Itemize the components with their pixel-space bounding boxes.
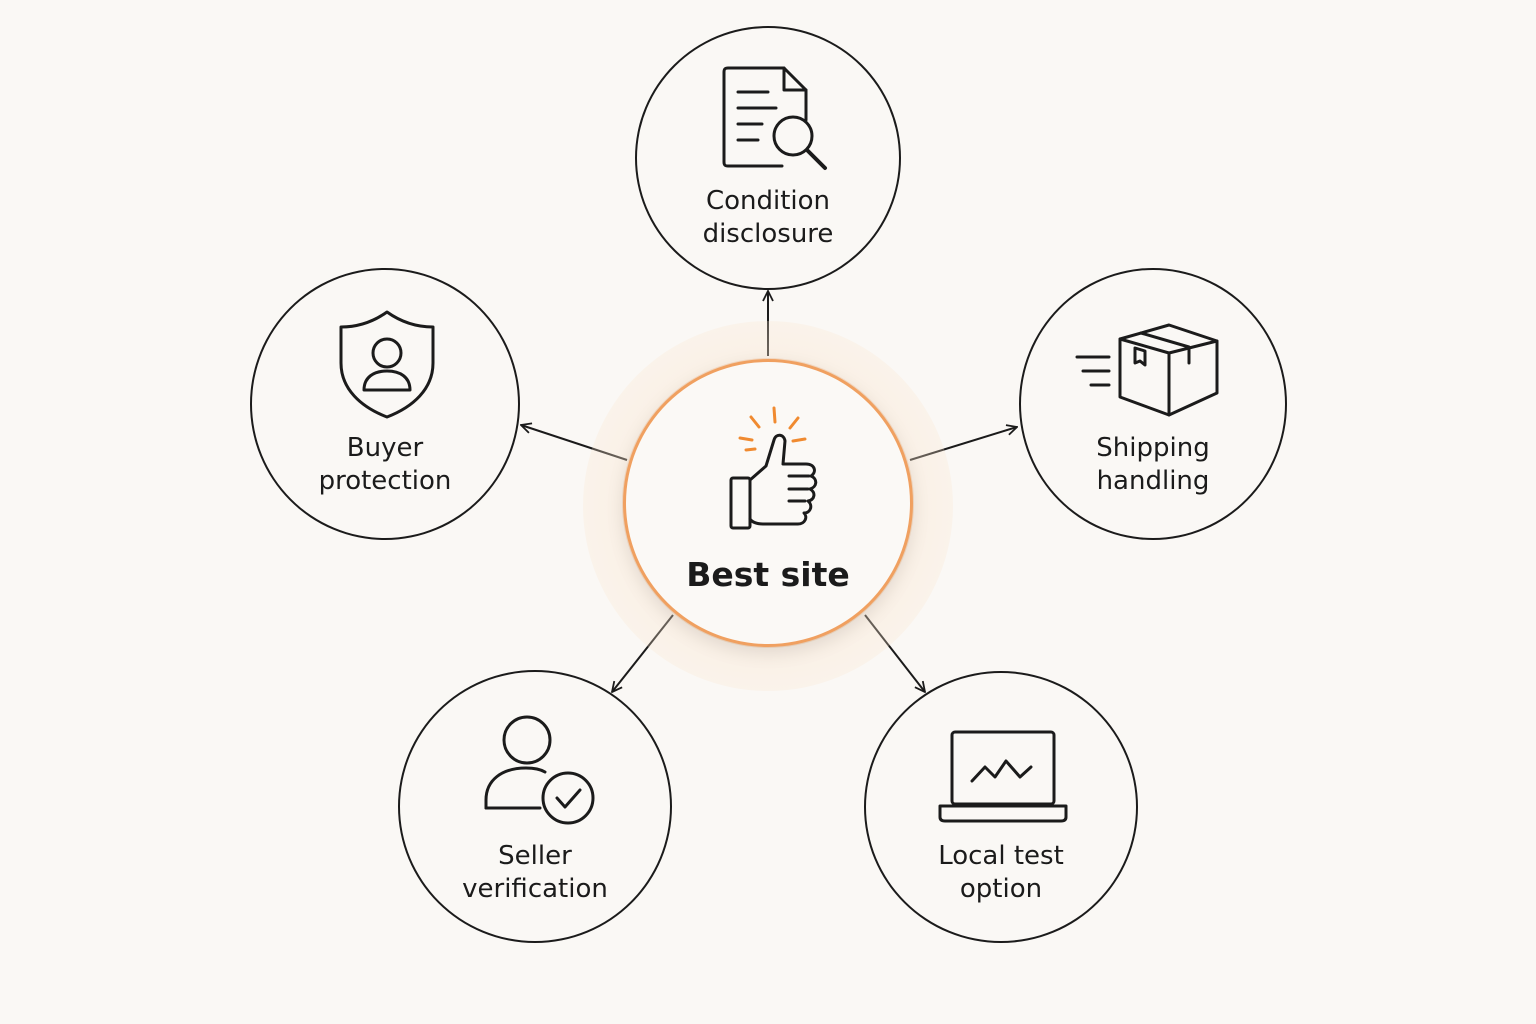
- thumbs-up-icon: [729, 406, 818, 530]
- document-search-icon: [722, 66, 827, 170]
- hub-label: Best site: [686, 555, 850, 594]
- user-check-icon: [484, 715, 595, 825]
- node-buyer-protection[interactable]: Buyer protection: [250, 268, 520, 540]
- node-shipping-handling[interactable]: Shipping handling: [1019, 268, 1287, 540]
- hub-best-site[interactable]: Best site: [623, 359, 913, 647]
- node-seller-verification[interactable]: Seller verification: [398, 670, 672, 943]
- node-label: Local test option: [938, 841, 1064, 904]
- node-label: Condition disclosure: [702, 186, 834, 249]
- node-label: Buyer protection: [318, 433, 452, 496]
- node-label: Shipping handling: [1096, 433, 1210, 496]
- node-local-test-option[interactable]: Local test option: [864, 671, 1138, 943]
- package-delivery-icon: [1075, 323, 1219, 417]
- shield-user-icon: [339, 310, 435, 419]
- node-condition-disclosure[interactable]: Condition disclosure: [635, 26, 901, 290]
- node-label: Seller verification: [462, 841, 608, 904]
- laptop-chart-icon: [938, 730, 1068, 823]
